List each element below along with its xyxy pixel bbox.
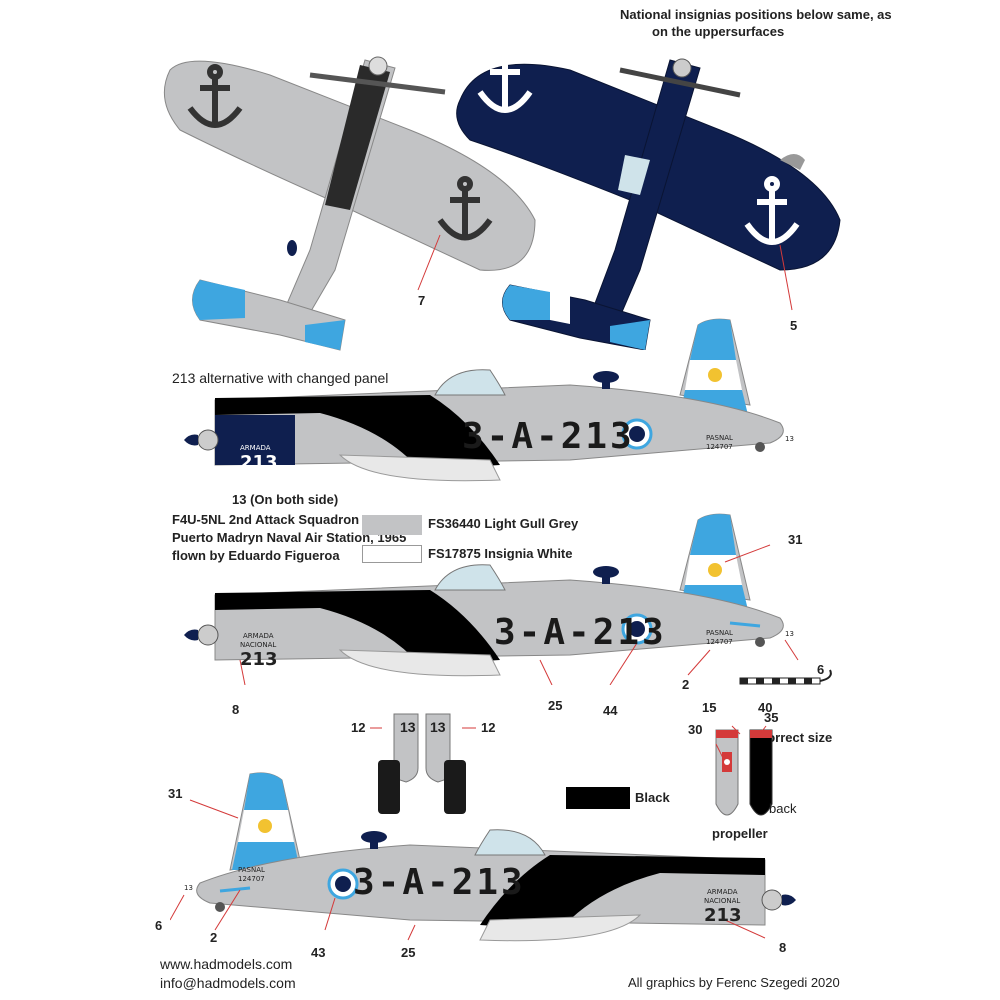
gear-door-number-right: 13	[430, 719, 446, 735]
side3-nacional-label: NACIONAL	[704, 897, 741, 905]
antenna-wire-decal	[739, 669, 832, 685]
side3-number: 213	[704, 905, 742, 926]
description-line2: Puerto Madryn Naval Air Station, 1965	[172, 530, 407, 545]
side-view-2-aircraft: PASNAL 124707 13	[184, 513, 799, 685]
caption-correct-size: correct size	[760, 730, 833, 745]
side3-registration-code: 3-A-213	[353, 862, 526, 903]
callout-7: 7	[418, 293, 426, 308]
top-view-grey-aircraft	[163, 56, 536, 351]
side2-registration-code: 3-A-213	[494, 612, 667, 653]
callout-44: 44	[603, 703, 618, 718]
anchor-insignia-right-icon	[437, 176, 493, 241]
side2-tail-number: 13	[785, 630, 794, 638]
swatch-black	[566, 787, 630, 809]
bottom-view-navy-aircraft	[456, 46, 841, 350]
caption-alt-panel: 213 alternative with changed panel	[172, 370, 389, 386]
callout-8-bottom: 8	[779, 940, 787, 955]
legend-black-label: Black	[635, 790, 670, 805]
footer-email-link[interactable]: info@hadmodels.com	[160, 975, 296, 991]
callout-25-top: 25	[548, 698, 563, 713]
swatch-insignia-white	[362, 545, 422, 563]
side-view-1-aircraft: PASNAL 124707 13	[184, 318, 794, 482]
side3-armada-label: ARMADA	[707, 888, 738, 896]
propeller-blades	[715, 725, 773, 816]
legend-white-label: FS17875 Insignia White	[428, 546, 573, 561]
callout-8-top: 8	[232, 702, 240, 717]
caption-back: back	[769, 801, 797, 816]
side2-serial-label: PASNAL	[706, 629, 733, 637]
side3-serial: 124707	[238, 875, 265, 883]
callout-12-right: 12	[481, 720, 496, 735]
side3-tail-number: 13	[184, 884, 193, 892]
side3-serial-label: PASNAL	[238, 866, 265, 874]
side2-armada-label: ARMADA	[243, 632, 274, 640]
side2-number: 213	[240, 649, 278, 670]
anchor-insignia-white-right-icon	[744, 176, 800, 245]
landing-gear-doors	[370, 713, 476, 814]
footer-credit: All graphics by Ferenc Szegedi 2020	[628, 975, 840, 990]
callout-30: 30	[688, 722, 703, 737]
callout-25-bottom: 25	[401, 945, 416, 960]
callout-35: 35	[764, 710, 779, 725]
side1-serial-label: PASNAL	[706, 434, 733, 442]
footer-website-link[interactable]: www.hadmodels.com	[160, 956, 293, 972]
caption-propeller: propeller	[712, 826, 768, 841]
callout-2-bottom: 2	[210, 930, 218, 945]
description-line1: F4U-5NL 2nd Attack Squadron 124707	[172, 512, 407, 527]
description-line3: flown by Eduardo Figueroa	[172, 548, 340, 563]
anchor-insignia-white-left-icon	[477, 46, 533, 113]
callout-15: 15	[702, 700, 717, 715]
side1-armada-label: ARMADA	[240, 444, 271, 452]
callout-5: 5	[790, 318, 798, 333]
gear-door-number-left: 13	[400, 719, 416, 735]
legend-grey-label: FS36440 Light Gull Grey	[428, 516, 579, 531]
header-note-line2: on the uppersurfaces	[652, 24, 785, 39]
side1-serial: 124707	[706, 443, 733, 451]
side1-tail-number: 13	[785, 435, 794, 443]
caption-both-side: 13 (On both side)	[232, 492, 339, 507]
callout-43: 43	[311, 945, 326, 960]
callout-6-top: 6	[817, 662, 825, 677]
callout-6-bottom: 6	[155, 918, 163, 933]
side-view-3-aircraft: PASNAL 124707 13	[170, 772, 796, 942]
callout-2-top: 2	[682, 677, 690, 692]
header-note-line1: National insignias positions below same,…	[620, 7, 892, 22]
anchor-insignia-left-icon	[187, 64, 243, 128]
callout-31-bottom: 31	[168, 786, 183, 801]
swatch-light-gull-grey	[362, 515, 422, 535]
side1-number: 213	[240, 452, 278, 473]
callout-12-left: 12	[351, 720, 366, 735]
callout-31-top: 31	[788, 532, 803, 547]
side1-registration-code: 3-A-213	[462, 416, 635, 457]
side2-serial: 124707	[706, 638, 733, 646]
callout-40: 40	[758, 700, 773, 715]
side2-nacional-label: NACIONAL	[240, 641, 277, 649]
